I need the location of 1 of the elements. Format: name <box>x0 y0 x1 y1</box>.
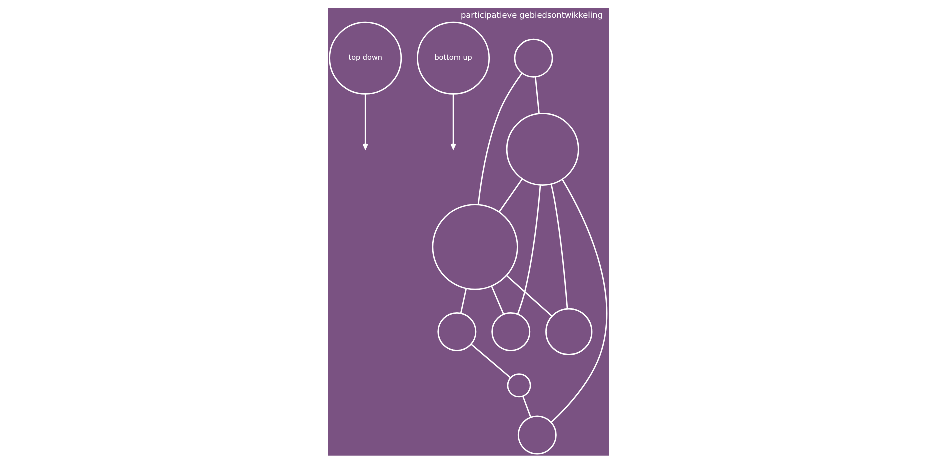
diagram-title: participatieve gebiedsontwikkeling <box>460 10 602 20</box>
